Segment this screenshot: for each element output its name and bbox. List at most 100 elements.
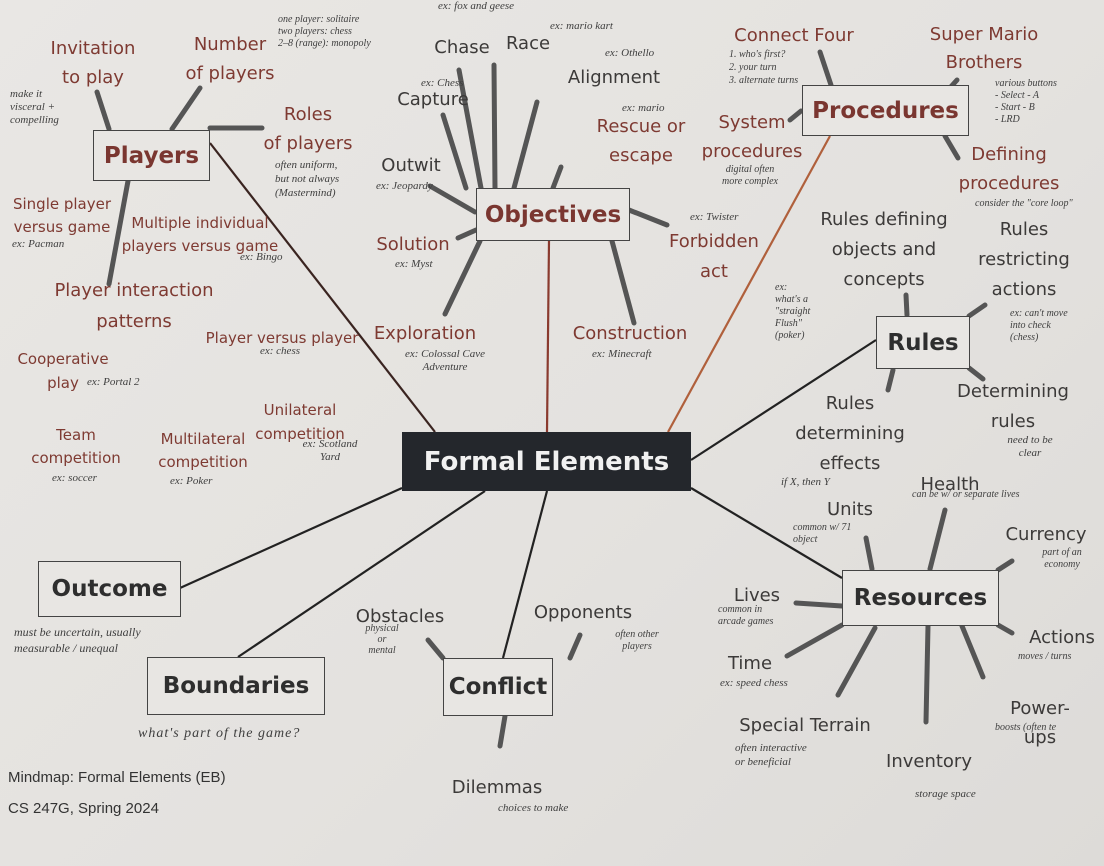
label-lives: Lives — [733, 585, 781, 606]
note-alignment: ex: Othello — [605, 47, 655, 59]
note-multiple-individual: ex: Bingo — [240, 251, 283, 263]
label-super-mario: Super Mario Brothers — [929, 24, 1039, 73]
label-race: Race — [505, 33, 551, 54]
note-power-ups: boosts (often te — [995, 722, 1057, 733]
note-boundaries: what's part of the game? — [138, 726, 301, 741]
note-lives: common in arcade games — [718, 604, 774, 627]
label-chase: Chase — [434, 37, 490, 58]
label-multiple-individual: Multiple individual players versus game — [121, 214, 279, 255]
label-health: Health — [920, 474, 980, 495]
label-forbidden: Forbidden act — [669, 231, 759, 282]
label-defining-procedures: Defining procedures — [958, 144, 1060, 194]
note-outcome: must be uncertain, usually measurable / … — [14, 625, 141, 655]
label-pvp: Player versus player — [205, 329, 359, 347]
note-exploration: ex: Colossal Cave Adventure — [404, 348, 486, 373]
label-special-terrain: Special Terrain — [739, 715, 871, 736]
label-outwit: Outwit — [381, 155, 441, 176]
link-procedures — [667, 135, 831, 433]
label-exploration: Exploration — [373, 323, 477, 344]
label-single-player: Single player versus game — [12, 195, 112, 236]
link-resources — [690, 487, 843, 579]
note-cooperative: ex: Portal 2 — [87, 376, 140, 388]
node-resources: Resources — [842, 570, 999, 626]
label-player-interaction: Player interaction patterns — [54, 280, 214, 332]
label-system-procedures: System procedures — [701, 112, 803, 162]
note-solution: ex: Myst — [395, 258, 433, 270]
note-outwit: ex: Jeopardy — [376, 180, 433, 192]
link-rules — [690, 339, 877, 461]
note-single-player: ex: Pacman — [12, 238, 65, 250]
note-connect-four: 1. who's first? 2. your turn 3. alternat… — [729, 49, 799, 86]
label-time: Time — [727, 653, 773, 674]
label-invitation: Invitation to play — [50, 38, 136, 88]
label-rules-defining-objects: Rules defining objects and concepts — [820, 209, 948, 290]
label-cooperative: Cooperative play — [17, 350, 109, 392]
note-construction: ex: Minecraft — [592, 348, 652, 360]
note-capture: ex: Chess — [421, 77, 464, 89]
label-units: Units — [826, 499, 874, 520]
note-rules-defining-objects: ex: what's a "straight Flush" (poker) — [775, 282, 811, 341]
node-outcome: Outcome — [38, 561, 181, 617]
note-determining-rules: need to be clear — [1007, 434, 1053, 459]
node-players: Players — [93, 130, 210, 181]
note-opponents: often other players — [615, 629, 659, 652]
note-units: common w/ 71 object — [793, 522, 852, 545]
label-actions: Actions — [1029, 627, 1095, 648]
label-currency: Currency — [1005, 524, 1087, 545]
label-construction: Construction — [572, 323, 688, 344]
spokes — [94, 49, 1015, 749]
note-pvp: ex: chess — [260, 345, 301, 357]
label-connect-four: Connect Four — [734, 25, 854, 46]
link-players — [209, 142, 436, 433]
footer-title: Mindmap: Formal Elements (EB) — [8, 769, 226, 786]
label-rules-determining-effects: Rules determining effects — [795, 393, 905, 474]
note-team: ex: soccer — [52, 472, 97, 484]
link-outcome — [179, 486, 403, 590]
note-unilateral: ex: Scotland Yard — [302, 438, 358, 463]
label-rescue: Rescue or escape — [596, 116, 686, 166]
label-power-ups: Power-ups — [1010, 698, 1070, 748]
note-fox-and-geese: ex: fox and geese — [438, 0, 515, 12]
label-solution: Solution — [376, 234, 450, 255]
note-rules-determining-effects: if X, then Y — [781, 476, 830, 488]
note-actions: moves / turns — [1018, 651, 1072, 662]
label-team: Team competition — [31, 426, 121, 467]
link-boundaries — [237, 490, 486, 658]
label-roles: Roles of players — [263, 104, 353, 154]
label-number-of-players: Number of players — [185, 34, 275, 84]
note-dilemmas: choices to make — [498, 802, 569, 814]
note-rules-restricting: ex: can't move into check (chess) — [1010, 308, 1068, 343]
note-special-terrain: often interactive or beneficial — [735, 742, 807, 768]
label-capture: Capture — [397, 89, 469, 110]
node-boundaries: Boundaries — [147, 657, 325, 715]
center-node-formal-elements: Formal Elements — [402, 432, 691, 491]
footer-course: CS 247G, Spring 2024 — [8, 800, 159, 817]
note-roles: often uniform, but not always (Mastermin… — [275, 159, 340, 199]
note-currency: part of an economy — [1042, 547, 1082, 570]
label-opponents: Opponents — [533, 602, 633, 623]
note-defining-procedures: consider the "core loop" — [975, 198, 1073, 209]
note-time: ex: speed chess — [720, 677, 788, 689]
label-dilemmas: Dilemmas — [451, 777, 543, 798]
note-obstacles: physical or mental — [365, 623, 399, 656]
link-conflict — [501, 490, 549, 659]
note-super-mario: various buttons - Select - A - Start - B… — [995, 78, 1057, 125]
note-rescue: ex: mario — [622, 102, 665, 114]
label-determining-rules: Determining rules — [957, 381, 1069, 432]
node-objectives: Objectives — [476, 188, 630, 241]
node-conflict: Conflict — [443, 658, 553, 716]
label-inventory: Inventory — [886, 751, 972, 772]
link-objectives — [545, 239, 551, 433]
label-alignment: Alignment — [567, 67, 661, 88]
node-procedures: Procedures — [802, 85, 969, 136]
note-forbidden: ex: Twister — [690, 211, 739, 223]
note-race: ex: mario kart — [550, 20, 613, 32]
label-multilateral: Multilateral competition — [158, 430, 248, 471]
label-rules-restricting: Rules restricting actions — [978, 219, 1070, 300]
label-obstacles: Obstacles — [355, 606, 445, 627]
node-rules: Rules — [876, 316, 970, 369]
note-system-procedures: digital often more complex — [722, 164, 778, 187]
note-health: can be w/ or separate lives — [912, 489, 1020, 500]
note-invitation: make it visceral + compelling — [10, 88, 59, 126]
